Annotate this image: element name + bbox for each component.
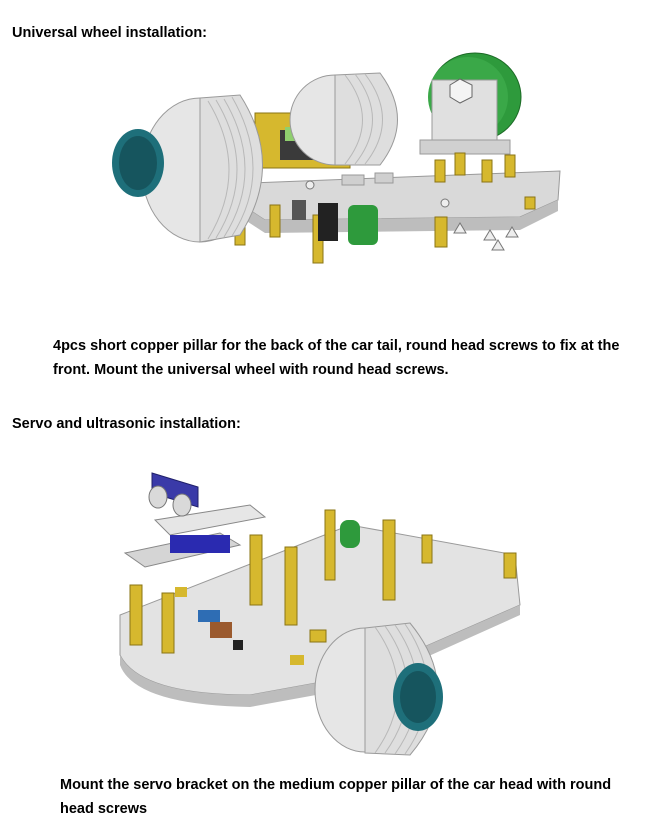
section2-heading: Servo and ultrasonic installation: [12,416,241,432]
universal-wheel-figure [112,52,561,264]
servo-ultrasonic-figure [119,472,521,756]
section2-text: Mount the servo bracket on the medium co… [60,777,612,817]
section1-heading: Universal wheel installation: [12,25,207,41]
section1-text: 4pcs short copper pillar for the back of… [53,338,620,378]
